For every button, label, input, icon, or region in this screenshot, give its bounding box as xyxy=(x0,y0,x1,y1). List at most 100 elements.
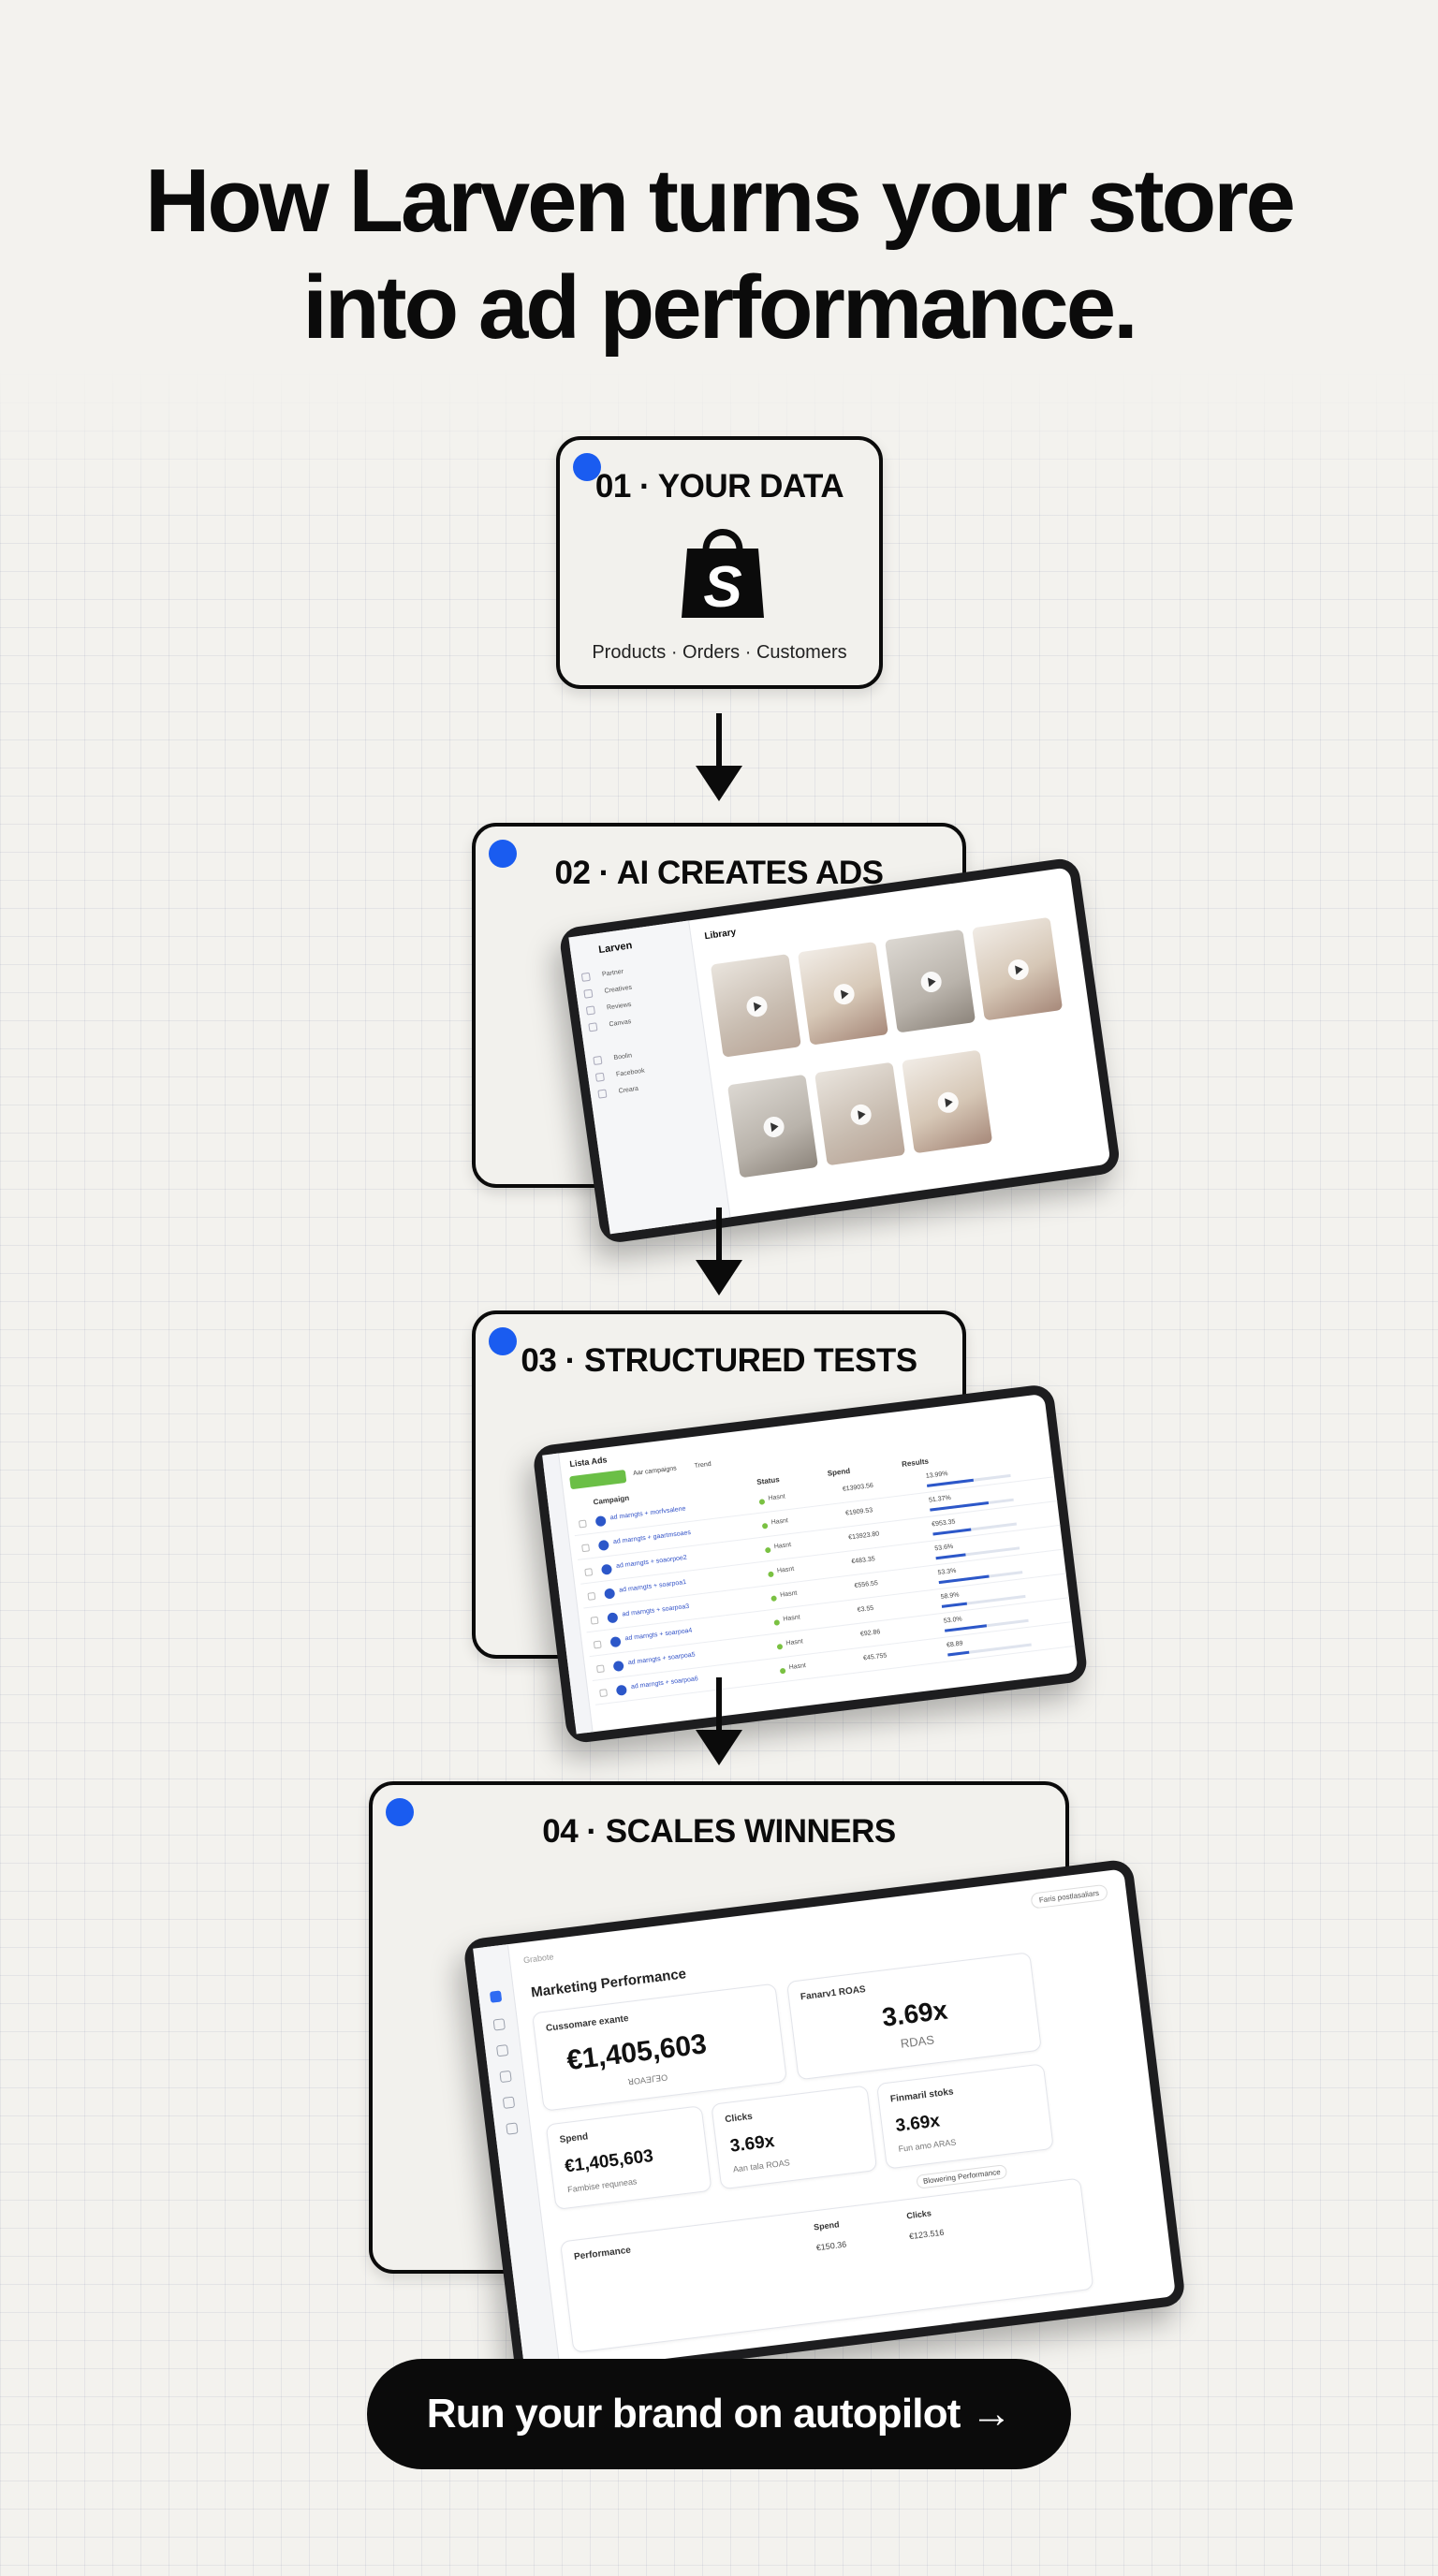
row-checkbox[interactable] xyxy=(587,1591,596,1601)
app-sidebar: Larven Partner Creatives Reviews Canvas … xyxy=(568,920,731,1235)
result-value: €8.89 xyxy=(946,1640,963,1649)
play-icon[interactable] xyxy=(849,1103,873,1127)
ad-video-thumbnail[interactable] xyxy=(902,1049,993,1154)
kpi-value: 3.69x xyxy=(728,2131,776,2157)
play-icon[interactable] xyxy=(919,970,944,994)
row-checkbox[interactable] xyxy=(595,1664,605,1674)
campaign-name[interactable]: ad marngts + soarpoa5 xyxy=(627,1651,696,1667)
trend-filter[interactable]: Trend xyxy=(694,1460,712,1470)
row-checkbox[interactable] xyxy=(599,1689,609,1698)
status-indicator-icon xyxy=(768,1571,774,1578)
sidebar-item[interactable]: Partner xyxy=(601,968,624,978)
nav-icon[interactable] xyxy=(499,2070,512,2084)
cta-button[interactable]: Run your brand on autopilot → xyxy=(367,2359,1071,2469)
play-icon[interactable] xyxy=(1006,958,1031,982)
play-icon[interactable] xyxy=(762,1115,786,1139)
result-value: 53.3% xyxy=(937,1567,957,1577)
nav-icon[interactable] xyxy=(495,2043,509,2057)
table-cell: €150.36 xyxy=(815,2239,847,2253)
status-indicator-icon xyxy=(773,1619,781,1626)
flow-arrow-down-icon xyxy=(696,713,742,801)
column-spend[interactable]: Spend xyxy=(827,1466,851,1478)
ad-video-thumbnail[interactable] xyxy=(814,1061,906,1166)
play-icon[interactable] xyxy=(936,1090,961,1115)
campaign-filter[interactable]: Aar campaigns xyxy=(632,1465,678,1477)
status-text: Hasnt xyxy=(779,1589,798,1599)
campaign-name[interactable]: ad marngts + morfvsalene xyxy=(609,1505,686,1522)
column-results[interactable]: Results xyxy=(901,1456,930,1469)
campaign-avatar-icon xyxy=(600,1563,613,1575)
sidebar-item[interactable]: Boolin xyxy=(613,1052,633,1061)
sidebar-item[interactable]: Creatives xyxy=(604,984,633,995)
kpi-value: 3.69x xyxy=(880,1995,949,2032)
kpi-tile: Clicks 3.69x Aan tala ROAS xyxy=(711,2085,878,2190)
step-dot-icon xyxy=(489,1327,517,1355)
dashboard-title: Marketing Performance xyxy=(530,1966,687,2001)
result-value: €953.35 xyxy=(931,1518,956,1529)
page-title: How Larven turns your store into ad perf… xyxy=(0,148,1438,361)
step-title: 03 · STRUCTURED TESTS xyxy=(521,1342,917,1379)
step-card-ai-creates-ads: 02 · AI CREATES ADS Larven Partner Creat… xyxy=(472,823,1122,1245)
kpi-sublabel: ꓤOAƎꓩꓱO xyxy=(627,2072,668,2087)
campaign-name[interactable]: ad marngts + gaartmsoaes xyxy=(612,1530,692,1546)
sidebar-item[interactable]: Facebook xyxy=(615,1067,646,1078)
column-campaign[interactable]: Campaign xyxy=(593,1493,630,1507)
ad-video-thumbnail[interactable] xyxy=(710,954,801,1058)
row-checkbox[interactable] xyxy=(593,1640,602,1649)
status-text: Hasnt xyxy=(770,1517,789,1527)
kpi-sublabel: Fambise requneas xyxy=(566,2176,638,2195)
status-indicator-icon xyxy=(779,1667,786,1675)
column-status[interactable]: Status xyxy=(756,1475,781,1486)
kpi-label: Finmaril stoks xyxy=(889,2086,955,2105)
nav-icon[interactable] xyxy=(502,2096,516,2109)
nav-icon[interactable] xyxy=(492,2018,506,2031)
data-sources-label: Products · Orders · Customers xyxy=(592,642,847,663)
result-value: 58.9% xyxy=(940,1591,960,1601)
create-button[interactable] xyxy=(569,1470,627,1490)
filter-button[interactable]: Faris postlasaliars xyxy=(1029,1883,1108,1910)
column-spend[interactable]: Spend xyxy=(813,2219,841,2232)
nav-icon[interactable] xyxy=(506,2122,519,2135)
campaign-name[interactable]: ad marngts + soarpoa4 xyxy=(624,1627,693,1643)
flow-arrow-down-icon xyxy=(696,1677,742,1765)
campaign-name[interactable]: ad marngts + soarpoa1 xyxy=(618,1578,687,1594)
nav-icon xyxy=(588,1022,598,1032)
ad-video-thumbnail[interactable] xyxy=(797,941,889,1046)
flow-arrow-down-icon xyxy=(696,1208,742,1295)
play-icon[interactable] xyxy=(832,982,857,1006)
sidebar-item[interactable]: Canvas xyxy=(609,1018,632,1029)
campaign-avatar-icon xyxy=(604,1588,616,1600)
sidebar-item[interactable]: Reviews xyxy=(606,1001,632,1012)
secondary-button[interactable]: Blowering Performance xyxy=(916,2164,1008,2189)
campaign-name[interactable]: ad marngts + soarpoa3 xyxy=(622,1603,690,1618)
row-checkbox[interactable] xyxy=(590,1616,599,1625)
ad-video-thumbnail[interactable] xyxy=(885,929,976,1033)
nav-icon xyxy=(593,1055,603,1066)
kpi-tile: Finmaril stoks 3.69x Fun amo ARAS xyxy=(875,2063,1054,2170)
shopify-bag-icon: S xyxy=(682,529,764,620)
ad-video-thumbnail[interactable] xyxy=(972,916,1064,1021)
spend-value: €1909.53 xyxy=(844,1507,873,1517)
kpi-tile: Spend €1,405,603 Fambise requneas xyxy=(545,2105,712,2210)
dashboard-icon[interactable] xyxy=(489,1990,503,2003)
play-icon[interactable] xyxy=(745,994,769,1018)
nav-icon xyxy=(594,1072,605,1082)
search-input[interactable]: Grabote xyxy=(522,1952,554,1966)
row-checkbox[interactable] xyxy=(584,1568,594,1577)
ad-video-thumbnail[interactable] xyxy=(726,1074,819,1178)
kpi-label: Fanarv1 ROAS xyxy=(800,1983,867,2003)
campaign-avatar-icon xyxy=(612,1660,624,1673)
nav-icon xyxy=(585,1005,595,1016)
step-dot-icon xyxy=(573,453,601,481)
campaign-name[interactable]: ad marngts + soarpoa6 xyxy=(630,1676,699,1690)
column-clicks[interactable]: Clicks xyxy=(905,2208,932,2221)
campaign-name[interactable]: ad marngts + soaorpoe2 xyxy=(615,1554,688,1570)
kpi-label: Clicks xyxy=(724,2111,754,2126)
spend-value: €3.55 xyxy=(857,1604,874,1614)
row-checkbox[interactable] xyxy=(581,1544,591,1553)
step-title: 02 · AI CREATES ADS xyxy=(554,855,884,891)
kpi-label: Cussomare exante xyxy=(545,2013,630,2034)
sidebar-item[interactable]: Creara xyxy=(618,1085,639,1095)
row-checkbox[interactable] xyxy=(578,1519,587,1529)
campaign-avatar-icon xyxy=(597,1539,609,1552)
